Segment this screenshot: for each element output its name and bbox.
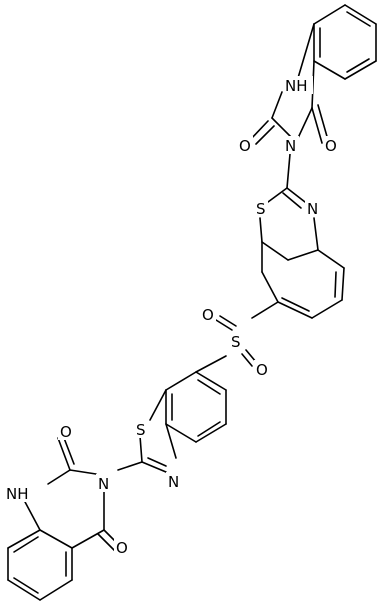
atom-o-sulfonyl-top: O bbox=[202, 306, 214, 324]
bond bbox=[39, 529, 73, 549]
bond bbox=[334, 271, 337, 298]
bond bbox=[313, 4, 346, 25]
atom-o-top-right: O bbox=[325, 137, 337, 155]
bond bbox=[197, 379, 221, 395]
atom-s-top: S bbox=[256, 200, 266, 218]
bond bbox=[165, 423, 177, 459]
bond bbox=[344, 4, 377, 25]
bond bbox=[259, 217, 263, 243]
bond bbox=[346, 11, 371, 27]
bottom-quinazolinedione bbox=[7, 437, 123, 601]
bond bbox=[267, 187, 288, 203]
atom-n-top: N bbox=[285, 137, 296, 155]
bond bbox=[277, 301, 313, 319]
bond bbox=[195, 371, 227, 391]
bond bbox=[71, 529, 105, 549]
bond bbox=[39, 579, 73, 601]
bond bbox=[141, 461, 167, 473]
atom-n-bottom: N bbox=[98, 475, 109, 493]
bond bbox=[197, 421, 221, 437]
bond bbox=[219, 315, 237, 327]
bond bbox=[195, 423, 227, 443]
bond bbox=[97, 533, 117, 553]
bond bbox=[117, 461, 143, 471]
atom-o-bottom-top: O bbox=[60, 423, 72, 441]
bond bbox=[47, 469, 71, 485]
bond bbox=[63, 437, 75, 465]
atom-o-bottom-bottom: O bbox=[116, 539, 128, 557]
bond bbox=[165, 371, 197, 391]
bond bbox=[241, 353, 253, 367]
bond bbox=[317, 104, 329, 141]
bond bbox=[313, 60, 346, 80]
bond bbox=[165, 423, 197, 443]
bond bbox=[69, 469, 97, 475]
bond bbox=[261, 271, 279, 303]
bond bbox=[286, 153, 291, 189]
bond bbox=[251, 301, 279, 319]
bond bbox=[346, 58, 370, 73]
bond bbox=[255, 125, 275, 145]
bond bbox=[317, 249, 345, 269]
bond bbox=[13, 577, 39, 594]
bond bbox=[297, 107, 313, 139]
bond bbox=[195, 355, 227, 373]
bond bbox=[7, 579, 41, 601]
bond bbox=[215, 319, 233, 331]
bond bbox=[344, 60, 377, 80]
atom-n-thiazole-top: N bbox=[307, 200, 318, 218]
bond bbox=[57, 437, 71, 471]
sulfonyl-group bbox=[195, 315, 257, 373]
top-benzothiazole bbox=[251, 187, 345, 319]
atom-o-top-left: O bbox=[239, 137, 251, 155]
bond bbox=[149, 389, 167, 421]
bond bbox=[261, 241, 289, 261]
bond bbox=[281, 297, 310, 312]
bond bbox=[313, 217, 319, 251]
atom-nh-bottom: NH bbox=[6, 485, 29, 503]
bond bbox=[13, 536, 39, 553]
bond bbox=[286, 187, 306, 203]
bond bbox=[147, 457, 167, 467]
atom-labels: NH O N O S N O S O S N O NH N O bbox=[4, 76, 339, 557]
atom-s-sulfonyl: S bbox=[231, 333, 241, 351]
top-quinazolinedione bbox=[249, 4, 377, 189]
bond bbox=[287, 249, 319, 261]
bond bbox=[297, 23, 315, 79]
bond bbox=[341, 267, 345, 301]
bottom-benzothiazole bbox=[117, 371, 227, 473]
bond bbox=[282, 192, 302, 209]
bond bbox=[7, 529, 41, 549]
atom-n-thiazole-bottom: N bbox=[168, 473, 179, 491]
bond bbox=[311, 107, 323, 144]
atom-s-bottom: S bbox=[136, 421, 146, 439]
atom-nh-top: NH bbox=[285, 77, 308, 95]
bond bbox=[139, 435, 143, 463]
bond bbox=[311, 299, 343, 319]
bond bbox=[23, 499, 41, 531]
atom-o-sulfonyl-bottom: O bbox=[256, 361, 268, 379]
bond bbox=[271, 91, 283, 119]
bond bbox=[271, 117, 293, 139]
